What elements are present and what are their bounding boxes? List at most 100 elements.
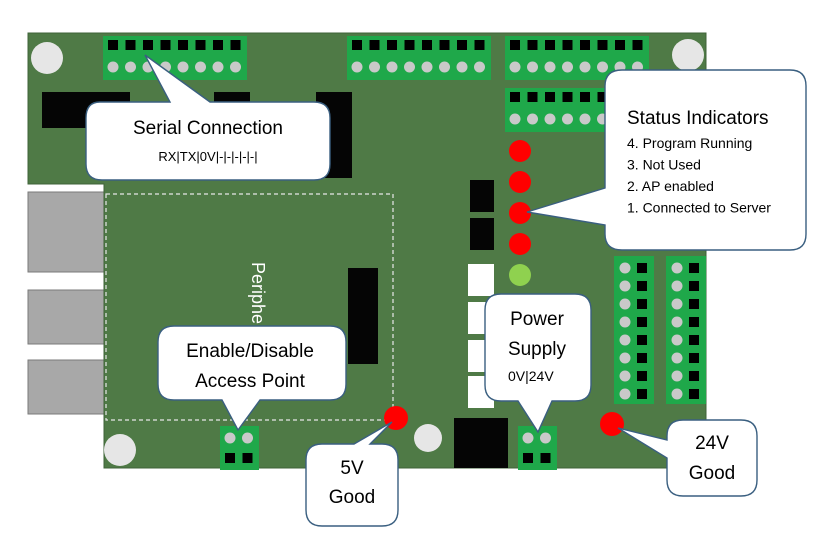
screw-terminal-icon (614, 256, 654, 404)
header-pin-icon (689, 299, 699, 309)
header-pin-icon (671, 280, 683, 292)
port-bottom (27, 359, 105, 415)
header-pin-icon (527, 61, 538, 73)
port-top (27, 191, 105, 273)
header-pin-icon (545, 40, 555, 50)
access-point-line2: Access Point (195, 371, 306, 392)
header-pin-icon (579, 61, 591, 73)
header-pin-icon (404, 40, 415, 50)
screw-terminal-icon (518, 426, 557, 470)
header-pin-icon (632, 40, 643, 50)
header-pin-icon (689, 335, 699, 345)
header-pin-icon (351, 61, 363, 73)
header-pin-icon (421, 61, 433, 73)
pad (468, 264, 494, 296)
status-title: Status Indicators (627, 108, 769, 129)
header-pin-icon (562, 40, 573, 50)
header-pin-icon (509, 61, 521, 73)
header-pin-icon (523, 453, 533, 463)
peripheral-area-label: Periphe (248, 262, 268, 324)
access-point-line1: Enable/Disable (186, 341, 314, 362)
header-pin-icon (510, 40, 520, 50)
side-ports (27, 191, 105, 415)
header-pin-icon (386, 61, 398, 73)
header-pin-icon (689, 263, 699, 273)
led-icon (509, 171, 531, 193)
header-pin-icon (637, 263, 647, 273)
header-pin-icon (369, 40, 380, 50)
header-pin-icon (509, 113, 521, 125)
mounting-hole-icon (672, 39, 704, 71)
header-pin-icon (619, 370, 631, 382)
header-pin-icon (637, 299, 647, 309)
header-pin-icon (439, 40, 450, 50)
mounting-hole-icon (31, 42, 63, 74)
header-pin-icon (580, 92, 590, 102)
serial-title: Serial Connection (133, 118, 283, 139)
header-pin-icon (671, 262, 683, 274)
header-pin-icon (637, 317, 647, 327)
twentyfour-v-line1: 24V (695, 433, 729, 454)
header-pin-icon (540, 453, 551, 463)
header-pin-icon (671, 316, 683, 328)
five-v-line2: Good (329, 487, 375, 508)
header-pin-icon (108, 40, 118, 50)
status-leds (509, 140, 531, 286)
header-pin-icon (637, 371, 647, 381)
status-item: 3. Not Used (627, 157, 701, 173)
led-icon (509, 264, 531, 286)
header-pin-icon (619, 316, 631, 328)
led-icon (600, 412, 624, 436)
led-icon (509, 233, 531, 255)
header-pin-icon (619, 298, 631, 310)
header-pin-icon (544, 113, 556, 125)
header-pin-icon (352, 40, 362, 50)
header-pin-icon (107, 61, 119, 73)
header-pin-icon (540, 432, 551, 444)
header-pin-icon (671, 370, 683, 382)
port-middle (27, 289, 105, 345)
header-pin-icon (615, 40, 625, 50)
power-line1: Power (510, 309, 565, 330)
callout-power (484, 293, 592, 434)
header-pin-icon (619, 334, 631, 346)
header-pin-icon (143, 40, 153, 50)
header-pin-icon (562, 113, 573, 125)
header-pin-icon (562, 61, 573, 73)
chip (470, 180, 494, 212)
header-pin-icon (224, 432, 236, 444)
header-pin-icon (671, 388, 683, 400)
power-line2: Supply (508, 339, 567, 360)
header-pin-icon (177, 61, 189, 73)
header-pin-icon (689, 281, 699, 291)
header-pin-icon (230, 40, 241, 50)
status-item: 2. AP enabled (627, 178, 714, 194)
header-pin-icon (689, 353, 699, 363)
header-pin-icon (456, 61, 468, 73)
header-pin-icon (545, 92, 555, 102)
header-pin-icon (195, 61, 206, 73)
header-pin-icon (125, 61, 136, 73)
header-pin-icon (527, 92, 538, 102)
header-pin-icon (597, 61, 608, 73)
header-pin-icon (689, 389, 699, 399)
header-pin-icon (225, 453, 235, 463)
header-pin-icon (527, 113, 538, 125)
header-strips (103, 36, 706, 470)
header-pin-icon (619, 352, 631, 364)
header-pin-icon (474, 40, 485, 50)
header-pin-icon (689, 371, 699, 381)
chip (348, 268, 378, 364)
header-pin-icon (474, 61, 485, 73)
header-pin-icon (671, 334, 683, 346)
led-icon (509, 140, 531, 162)
header-pin-icon (544, 61, 556, 73)
header-pin-icon (212, 61, 224, 73)
header-pin-icon (195, 40, 206, 50)
header-pin-icon (619, 280, 631, 292)
header-pin-icon (422, 40, 432, 50)
status-item: 4. Program Running (627, 135, 752, 151)
five-v-line1: 5V (340, 458, 364, 479)
header-pin-icon (671, 352, 683, 364)
